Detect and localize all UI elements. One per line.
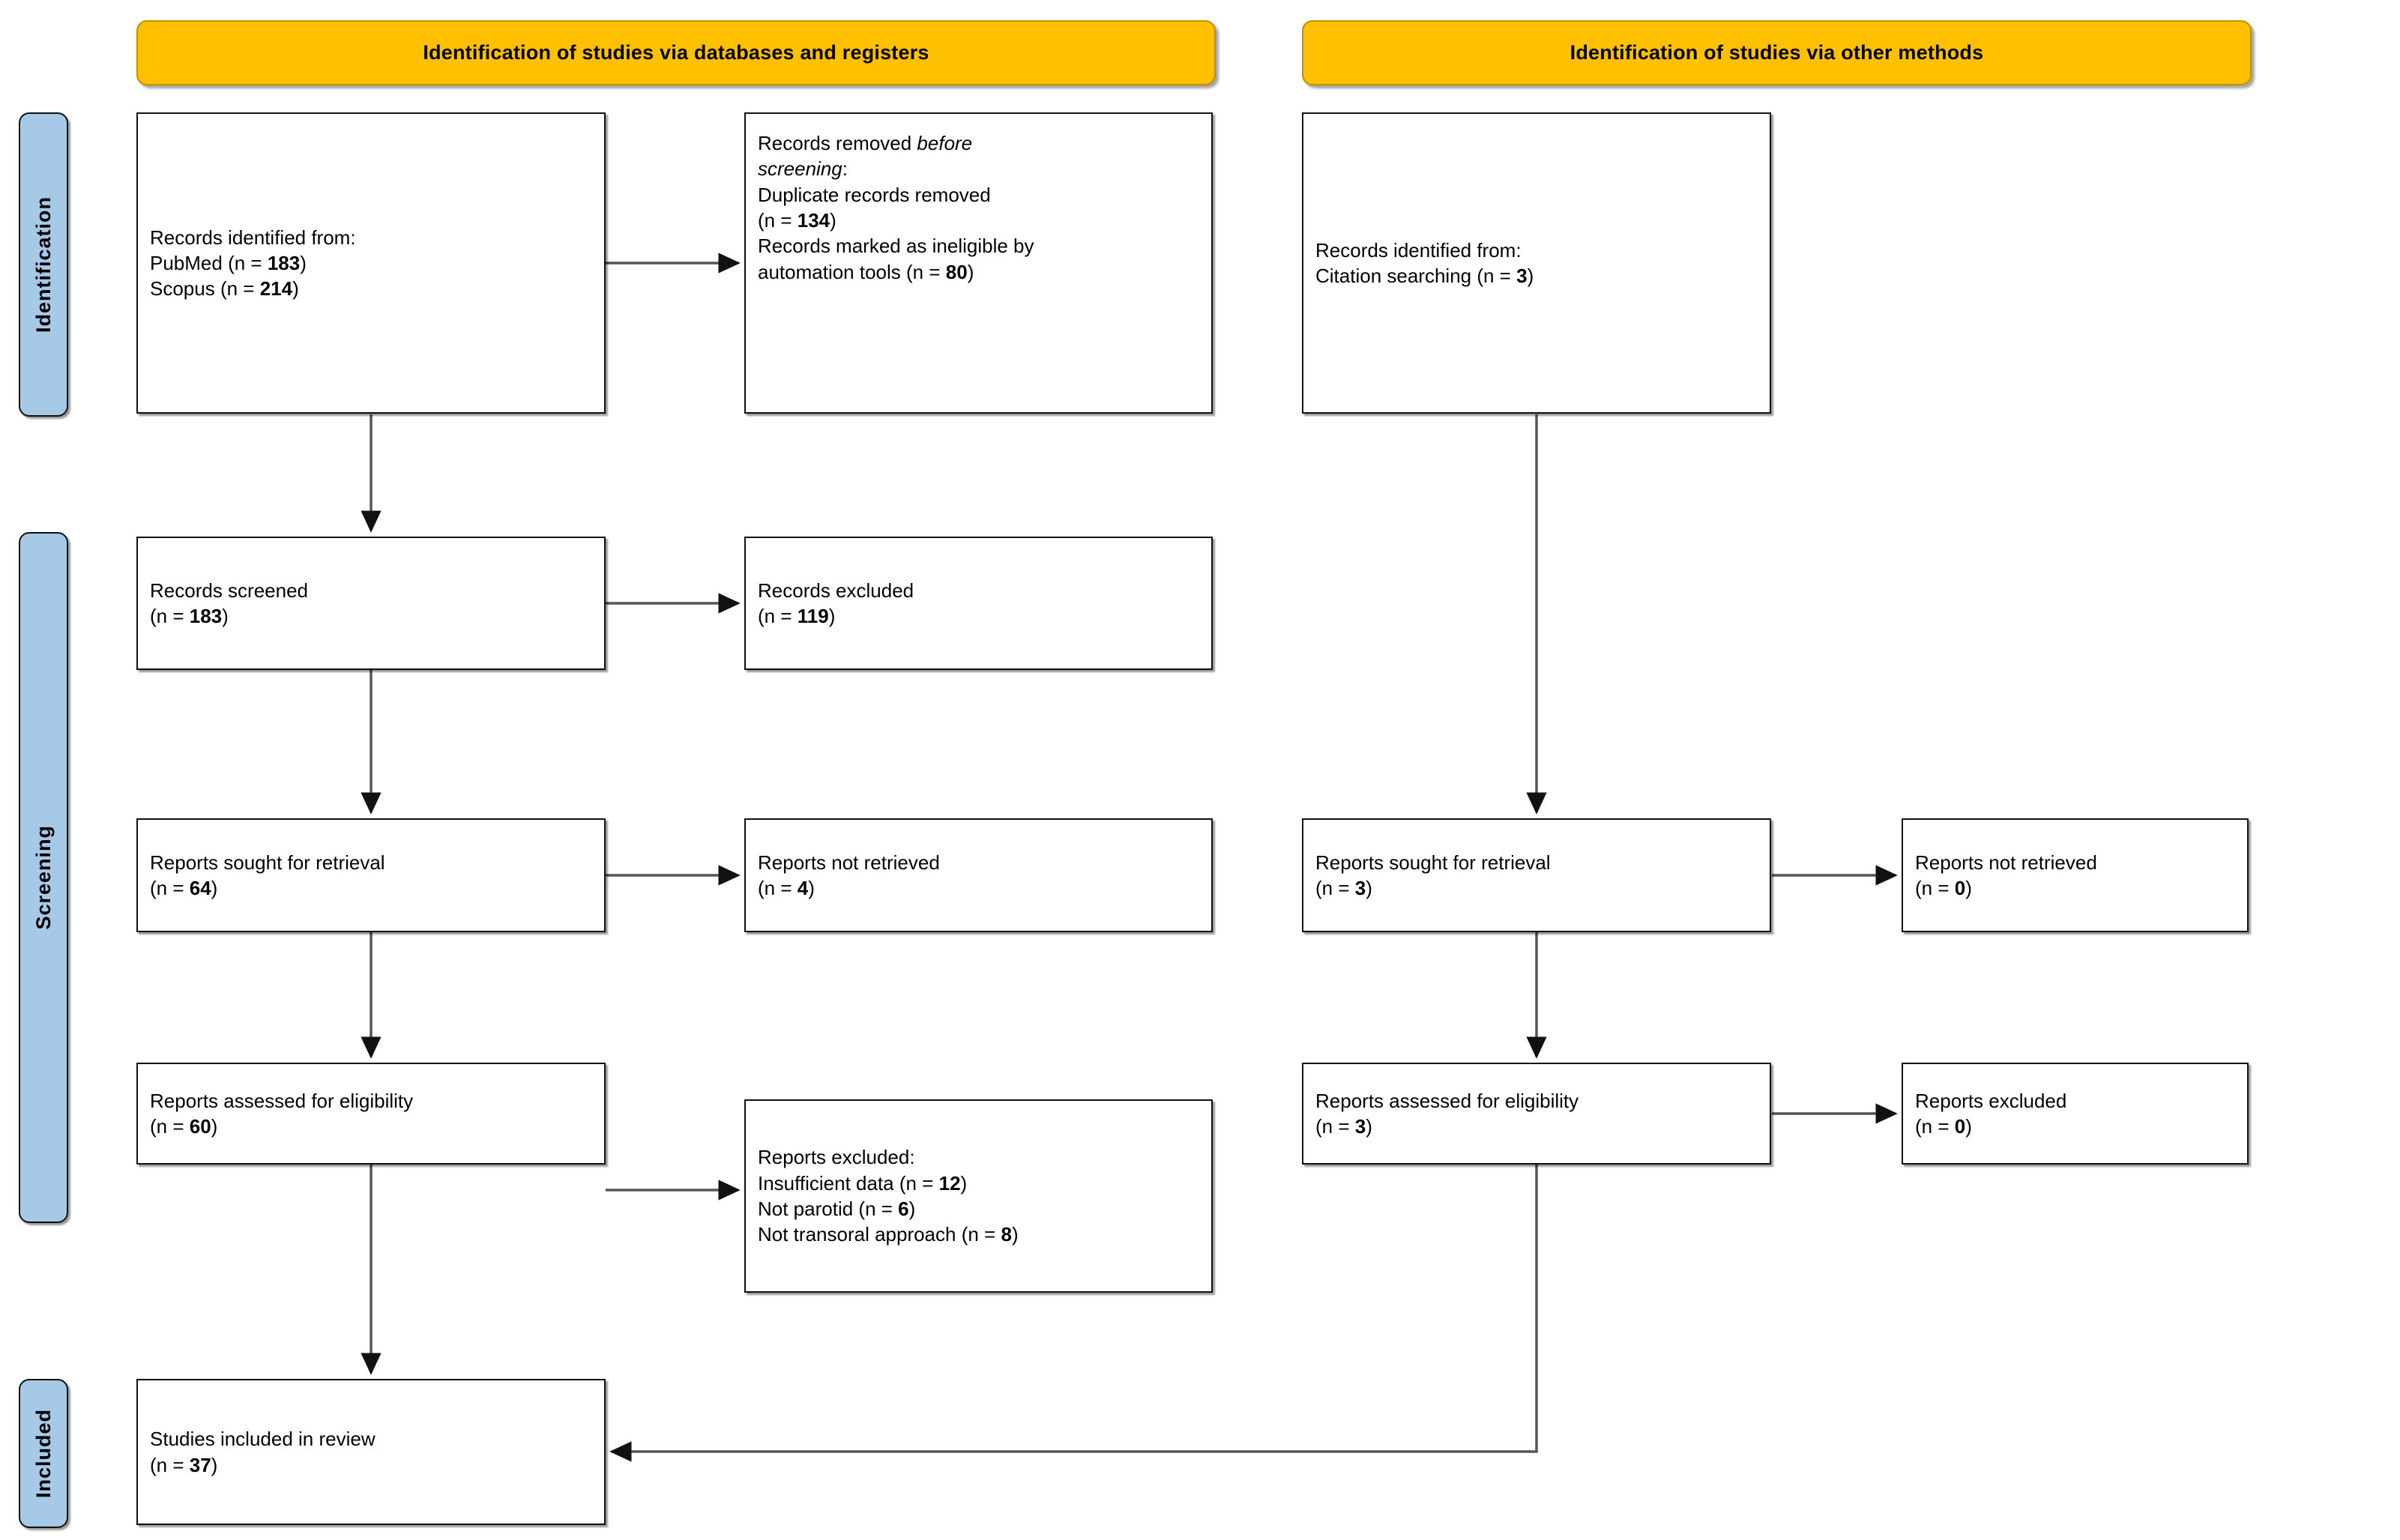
count-value: 134 xyxy=(797,208,830,232)
node-records-identified-databases-text: Records identified from:PubMed (n = 183)… xyxy=(138,225,604,302)
node-text-line: Reports not retrieved xyxy=(758,851,940,874)
node-records-removed-before-screening: Records removed before screening:Duplicat… xyxy=(744,112,1213,414)
count-value: 3 xyxy=(1354,877,1366,899)
emphasis-text: before xyxy=(917,132,973,154)
node-text-line: (n = 64) xyxy=(150,877,218,899)
count-value: 37 xyxy=(189,1453,211,1476)
count-value: 80 xyxy=(945,260,968,283)
node-studies-included-text: Studies included in review(n = 37) xyxy=(138,1426,604,1478)
count-value: 214 xyxy=(259,277,293,301)
node-text-line: Citation searching (n = 3) xyxy=(1315,265,1534,287)
stage-tab-screening: Screening xyxy=(19,532,68,1223)
node-text-line: Reports sought for retrieval xyxy=(150,851,385,874)
node-text-line: (n = 4) xyxy=(758,877,815,899)
banner-other-label: Identification of studies via other meth… xyxy=(1570,41,1984,64)
node-text-line: Records excluded xyxy=(758,579,914,602)
banner-databases-registers: Identification of studies via databases … xyxy=(136,20,1216,85)
node-records-identified-databases: Records identified from:PubMed (n = 183)… xyxy=(136,112,606,414)
node-text-line: Records identified from: xyxy=(150,226,356,249)
stage-tab-included-label: Included xyxy=(31,1408,55,1498)
node-records-identified-other: Records identified from: Citation searchi… xyxy=(1302,112,1771,414)
node-reports-assessed-other: Reports assessed for eligibility (n = 3) xyxy=(1302,1063,1771,1165)
node-reports-not-retrieved-databases-text: Reports not retrieved (n = 4) xyxy=(746,850,1211,902)
node-text-line: (n = 134) xyxy=(758,208,836,232)
node-text-line: (n = 3) xyxy=(1315,877,1372,899)
stage-tab-included: Included xyxy=(19,1379,68,1528)
node-text-line: (n = 183) xyxy=(150,605,229,627)
stage-tab-identification-label: Identification xyxy=(31,196,55,333)
node-text-line: (n = 60) xyxy=(150,1115,218,1138)
node-reports-assessed-databases-text: Reports assessed for eligibility (n = 60) xyxy=(138,1088,604,1140)
node-records-screened-text: Records screened (n = 183) xyxy=(138,578,604,629)
node-reports-excluded-databases: Reports excluded:Insufficient data (n = … xyxy=(744,1099,1213,1293)
node-text-line: Reports sought for retrieval xyxy=(1315,851,1551,874)
node-text-line: Reports assessed for eligibility xyxy=(1315,1089,1579,1112)
node-text-line: Not transoral approach (n = 8) xyxy=(758,1223,1019,1246)
node-text-line: Records screened xyxy=(150,579,308,602)
count-value: 64 xyxy=(189,877,211,899)
node-text-line: (n = 37) xyxy=(150,1453,218,1476)
node-records-removed-text: Records removed before screening:Duplicat… xyxy=(746,130,1211,285)
count-value: 119 xyxy=(797,605,829,627)
node-reports-assessed-other-text: Reports assessed for eligibility (n = 3) xyxy=(1303,1088,1770,1140)
node-reports-sought-other-text: Reports sought for retrieval (n = 3) xyxy=(1303,850,1770,902)
node-text-line: Reports excluded xyxy=(1915,1089,2067,1112)
node-text-line: PubMed (n = 183) xyxy=(150,251,307,274)
banner-databases-label: Identification of studies via databases … xyxy=(423,41,929,64)
node-reports-sought-other: Reports sought for retrieval (n = 3) xyxy=(1302,818,1771,932)
node-text-line: Scopus (n = 214) xyxy=(150,277,299,301)
node-text-line: Studies included in review xyxy=(150,1428,376,1451)
node-records-excluded: Records excluded (n = 119) xyxy=(744,537,1213,670)
node-reports-assessed-databases: Reports assessed for eligibility (n = 60) xyxy=(136,1063,606,1165)
node-text-line: automation tools (n = 80) xyxy=(758,260,974,283)
count-value: 3 xyxy=(1516,265,1528,287)
count-value: 60 xyxy=(189,1115,211,1138)
node-reports-not-retrieved-other: Reports not retrieved (n = 0) xyxy=(1902,818,2249,932)
node-text-line: (n = 0) xyxy=(1915,1115,1972,1138)
count-value: 0 xyxy=(1954,877,1966,899)
node-reports-sought-databases-text: Reports sought for retrieval (n = 64) xyxy=(138,850,604,902)
node-records-excluded-text: Records excluded (n = 119) xyxy=(746,578,1211,629)
count-value: 183 xyxy=(189,605,223,627)
node-text-line: (n = 3) xyxy=(1315,1115,1372,1138)
node-text-line: Reports not retrieved xyxy=(1915,851,2097,874)
node-text-line: (n = 0) xyxy=(1915,877,1972,899)
count-value: 6 xyxy=(898,1198,909,1220)
count-value: 0 xyxy=(1954,1115,1966,1138)
node-reports-not-retrieved-other-text: Reports not retrieved (n = 0) xyxy=(1903,850,2247,902)
node-text-line: Records marked as ineligible by xyxy=(758,235,1034,258)
node-reports-not-retrieved-databases: Reports not retrieved (n = 4) xyxy=(744,818,1213,932)
node-text-line: (n = 119) xyxy=(758,605,836,627)
node-text-line: Not parotid (n = 6) xyxy=(758,1198,916,1220)
stage-tab-screening-label: Screening xyxy=(31,825,55,930)
node-text-line: Records removed before xyxy=(758,132,973,154)
node-text-line: Records identified from: xyxy=(1315,238,1522,262)
node-text-line: screening: xyxy=(758,157,848,181)
node-reports-excluded-other: Reports excluded (n = 0) xyxy=(1902,1063,2249,1165)
node-text-line: Reports assessed for eligibility xyxy=(150,1089,414,1112)
count-value: 12 xyxy=(938,1171,961,1195)
node-studies-included: Studies included in review(n = 37) xyxy=(136,1379,606,1525)
count-value: 4 xyxy=(797,877,809,899)
node-reports-excluded-databases-text: Reports excluded:Insufficient data (n = … xyxy=(746,1144,1211,1247)
node-records-screened: Records screened (n = 183) xyxy=(136,537,606,670)
node-text-line: Insufficient data (n = 12) xyxy=(758,1171,968,1195)
node-reports-sought-databases: Reports sought for retrieval (n = 64) xyxy=(136,818,606,932)
node-text-line: Duplicate records removed xyxy=(758,183,991,206)
node-text-line: Reports excluded: xyxy=(758,1146,915,1169)
node-reports-excluded-other-text: Reports excluded (n = 0) xyxy=(1903,1088,2247,1140)
stage-tab-identification: Identification xyxy=(19,112,68,417)
count-value: 8 xyxy=(1001,1223,1012,1246)
count-value: 183 xyxy=(267,251,301,274)
banner-other-methods: Identification of studies via other meth… xyxy=(1302,20,2252,85)
node-records-identified-other-text: Records identified from: Citation searchi… xyxy=(1303,238,1770,289)
emphasis-text: screening xyxy=(758,157,842,181)
count-value: 3 xyxy=(1354,1115,1366,1138)
